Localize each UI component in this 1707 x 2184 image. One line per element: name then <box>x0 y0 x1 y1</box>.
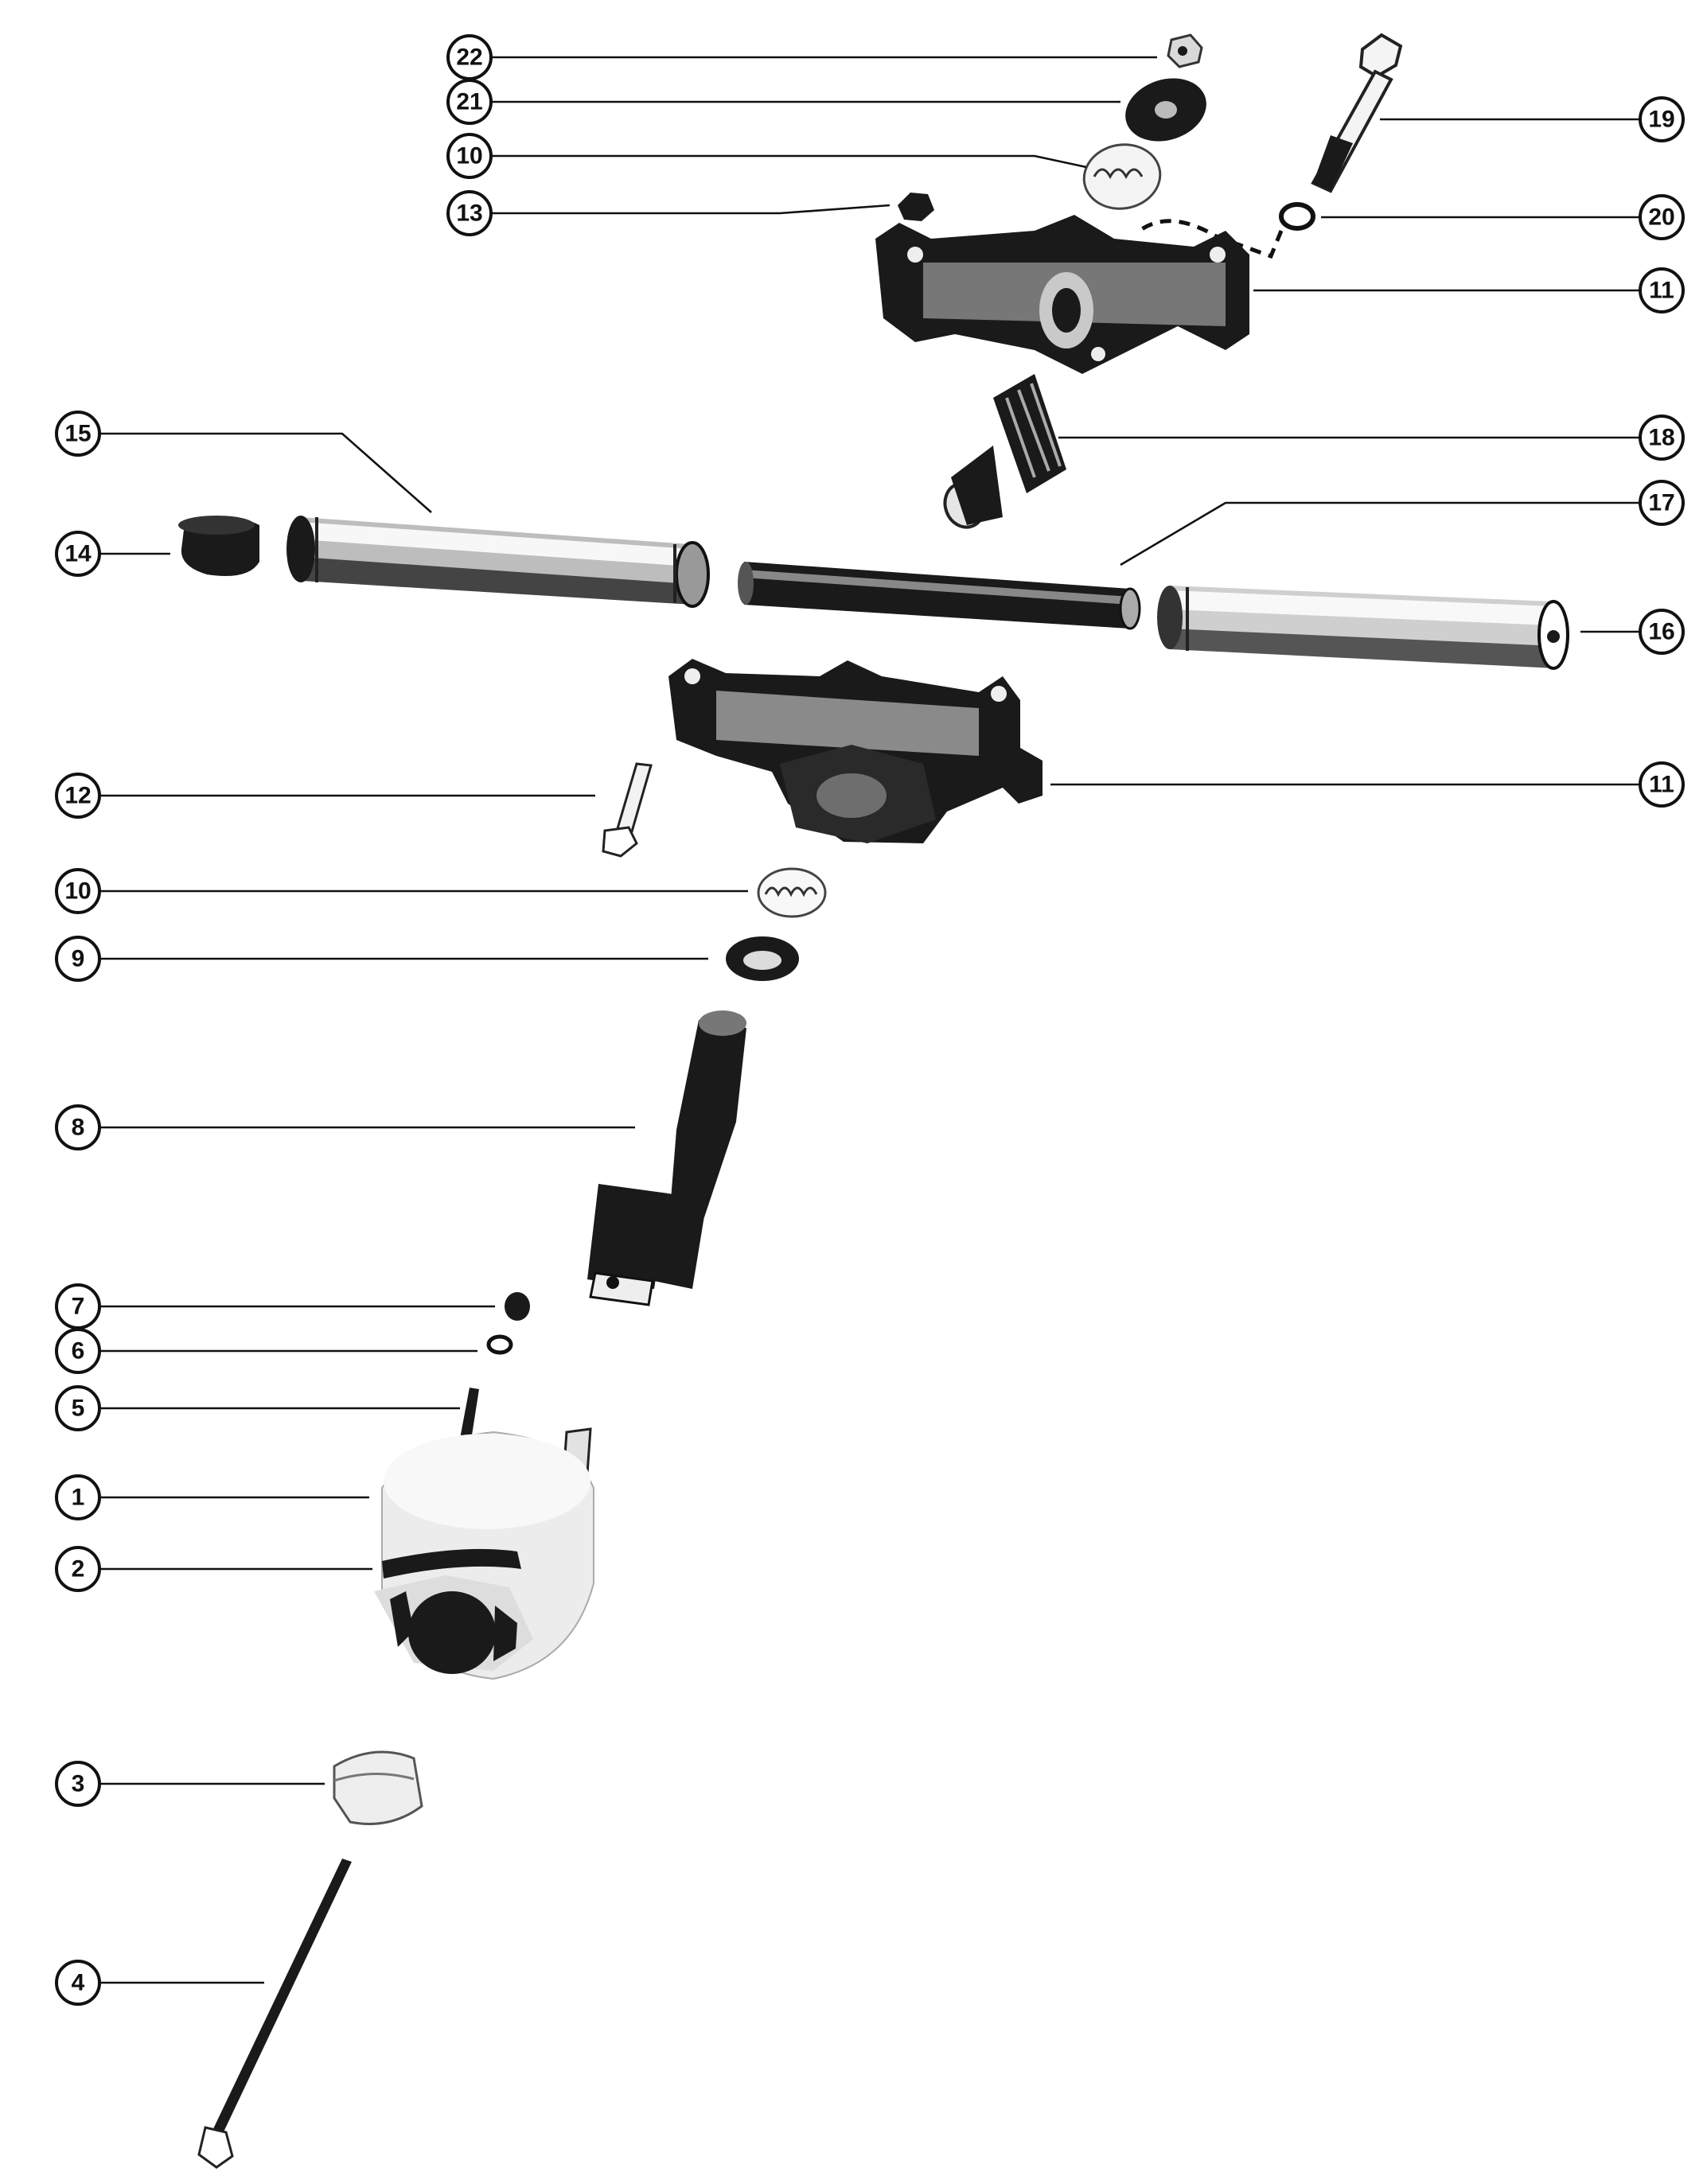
callout-2-label: 2 <box>72 1556 85 1583</box>
callout-10-lower-label: 10 <box>64 878 91 905</box>
callout-6: 6 <box>55 1328 101 1374</box>
callout-14-label: 14 <box>64 541 92 567</box>
callout-9: 9 <box>55 936 101 982</box>
callout-11-lower: 11 <box>1639 761 1685 808</box>
callout-20: 20 <box>1639 194 1685 240</box>
callout-10-lower: 10 <box>55 868 101 914</box>
part-21-seal-washer <box>1125 78 1206 142</box>
callout-6-label: 6 <box>72 1338 85 1365</box>
part-6-ring <box>486 1334 513 1355</box>
part-15-left-tube <box>286 516 710 608</box>
part-17-middle-rod <box>738 562 1141 630</box>
callout-4: 4 <box>55 1960 101 2006</box>
part-11-upper-housing <box>875 215 1249 374</box>
part-16-right-tube <box>1157 586 1569 670</box>
part-10-lower-bushing <box>757 867 827 918</box>
part-8-steering-shaft <box>587 1010 746 1306</box>
callout-18-label: 18 <box>1648 425 1674 451</box>
part-1-control-body <box>374 1431 594 1680</box>
part-12-bolt <box>602 762 653 858</box>
callout-13-label: 13 <box>456 200 482 227</box>
callout-10-upper: 10 <box>446 133 493 179</box>
callout-22-label: 22 <box>456 45 482 71</box>
callout-4-label: 4 <box>72 1970 85 1996</box>
callout-16-label: 16 <box>1648 619 1674 645</box>
callout-12-label: 12 <box>64 783 91 809</box>
callout-8-label: 8 <box>72 1115 85 1141</box>
callout-10-upper-label: 10 <box>456 143 482 169</box>
callout-19: 19 <box>1639 96 1685 142</box>
leader-lines <box>100 56 1639 1984</box>
callout-9-label: 9 <box>72 946 85 972</box>
callout-17: 17 <box>1639 480 1685 526</box>
callout-7-label: 7 <box>72 1294 85 1320</box>
callout-16: 16 <box>1639 609 1685 655</box>
part-19-long-bolt <box>1311 33 1403 193</box>
callout-11-lower-label: 11 <box>1649 772 1674 798</box>
callout-21-label: 21 <box>456 89 482 115</box>
part-4-threaded-rod <box>197 1859 352 2169</box>
callout-15-label: 15 <box>64 421 91 447</box>
callout-1: 1 <box>55 1474 101 1520</box>
part-22-cap-nut <box>1167 33 1203 68</box>
callout-3-label: 3 <box>72 1771 85 1797</box>
callout-14: 14 <box>55 531 101 577</box>
part-9-washer <box>726 936 799 981</box>
callout-17-label: 17 <box>1648 490 1674 516</box>
callout-12: 12 <box>55 773 101 819</box>
part-7-ball <box>505 1292 530 1321</box>
part-13-hex-nut <box>898 193 934 221</box>
part-10-upper-bushing <box>1082 143 1162 210</box>
callout-20-label: 20 <box>1648 204 1674 231</box>
part-18-splined-shaft <box>943 374 1066 529</box>
part-3-bushing-nut <box>333 1750 423 1825</box>
callout-15: 15 <box>55 411 101 457</box>
callout-11-upper-label: 11 <box>1649 278 1674 304</box>
callout-11-upper: 11 <box>1639 267 1685 313</box>
callout-8: 8 <box>55 1104 101 1150</box>
callout-1-label: 1 <box>72 1485 85 1511</box>
callout-18: 18 <box>1639 415 1685 461</box>
callout-3: 3 <box>55 1761 101 1807</box>
callout-13: 13 <box>446 190 493 236</box>
callout-2: 2 <box>55 1546 101 1592</box>
part-20-lock-washer <box>1279 202 1315 231</box>
callout-19-label: 19 <box>1648 107 1674 133</box>
callout-5: 5 <box>55 1385 101 1431</box>
callout-7: 7 <box>55 1283 101 1329</box>
callout-22: 22 <box>446 34 493 80</box>
part-14-end-cap <box>178 516 259 576</box>
callout-5-label: 5 <box>72 1396 85 1422</box>
part-11-lower-housing <box>668 659 1043 843</box>
callout-21: 21 <box>446 79 493 125</box>
